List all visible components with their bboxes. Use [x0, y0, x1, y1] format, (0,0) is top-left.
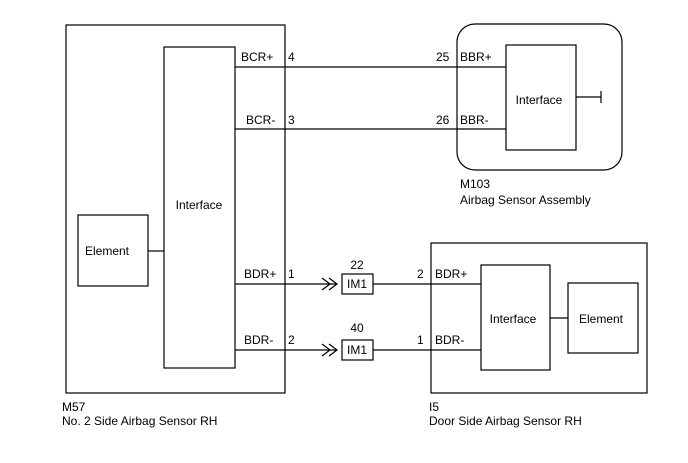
i5-interface-label: Interface — [490, 312, 537, 326]
connector-arrow-icon — [321, 277, 338, 291]
i5-signal-bdr-minus: BDR- — [435, 333, 464, 347]
m57-signal-bdr-plus: BDR+ — [244, 267, 276, 281]
i5-code: I5 — [429, 400, 439, 414]
connector-arrow-icon — [321, 343, 338, 357]
m57-interface-label: Interface — [176, 198, 223, 212]
m57-element-label: Element — [85, 244, 130, 258]
i5-signal-bdr-plus: BDR+ — [435, 267, 467, 281]
m57-signal-bcr-minus: BCR- — [246, 113, 275, 127]
im1-pin-40: 40 — [350, 321, 364, 335]
i5-pin-1: 1 — [417, 333, 424, 347]
i5-element-block — [567, 282, 639, 354]
m57-element-block — [77, 214, 149, 287]
im1-label-lower: IM1 — [347, 343, 367, 357]
m103-name: Airbag Sensor Assembly — [460, 193, 591, 207]
m57-pin-2: 2 — [288, 333, 295, 347]
i5-element-label: Element — [579, 312, 624, 326]
m103-interface-label: Interface — [516, 93, 563, 107]
m57-signal-bdr-minus: BDR- — [244, 333, 273, 347]
m103-signal-bbr-plus: BBR+ — [460, 50, 492, 64]
m57-code: M57 — [62, 400, 86, 414]
m103-pin-25: 25 — [436, 50, 450, 64]
i5-interface-block — [480, 264, 551, 371]
m103-code: M103 — [460, 177, 490, 191]
im1-pin-22: 22 — [350, 258, 364, 272]
m57-signal-bcr-plus: BCR+ — [241, 50, 273, 64]
im1-label-upper: IM1 — [347, 277, 367, 291]
m103-ground-symbol — [576, 91, 602, 103]
m103-pin-26: 26 — [436, 113, 450, 127]
m57-interface-block — [163, 46, 236, 369]
i5-pin-2: 2 — [417, 267, 424, 281]
m57-pin-4: 4 — [288, 50, 295, 64]
m103-signal-bbr-minus: BBR- — [460, 113, 489, 127]
m57-name: No. 2 Side Airbag Sensor RH — [62, 414, 217, 428]
m57-pin-3: 3 — [288, 113, 295, 127]
m57-pin-1: 1 — [288, 267, 295, 281]
i5-name: Door Side Airbag Sensor RH — [429, 414, 582, 428]
